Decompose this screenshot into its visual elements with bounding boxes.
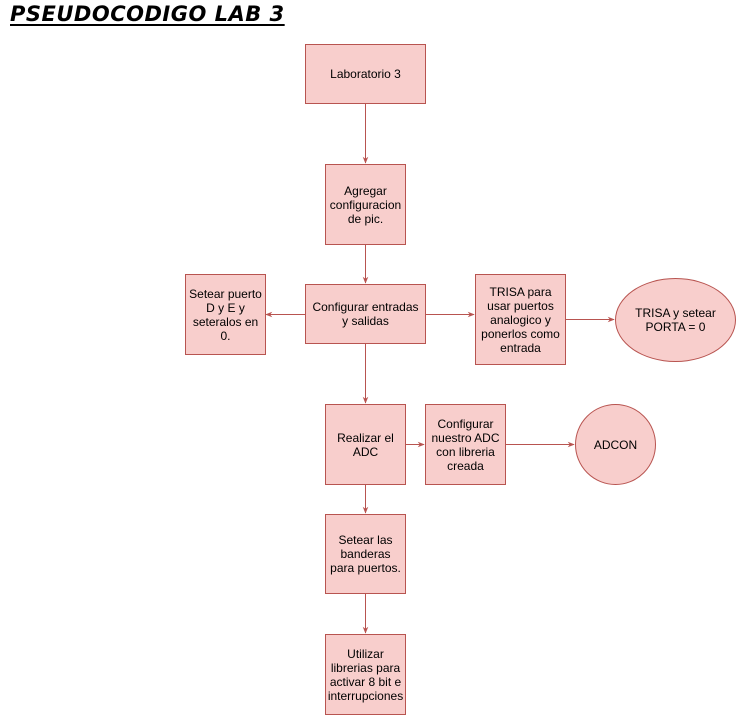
node-configurar-adc: Configurar nuestro ADC con libreria crea… [425, 404, 506, 485]
node-realizar-adc: Realizar el ADC [325, 404, 406, 485]
node-trisa-analogico: TRISA para usar puertos analogico y pone… [475, 274, 566, 365]
node-agregar-configuracion: Agregar configuracion de pic. [325, 164, 406, 245]
node-setear-banderas: Setear las banderas para puertos. [325, 514, 406, 594]
node-utilizar-librerias: Utilizar librerias para activar 8 bit e … [325, 634, 406, 715]
node-setear-puerto-de: Setear puerto D y E y seteralos en 0. [185, 274, 266, 355]
node-configurar-entradas: Configurar entradas y salidas [305, 284, 426, 344]
node-adcon: ADCON [575, 404, 656, 485]
node-laboratorio-3: Laboratorio 3 [305, 44, 426, 104]
page-title: PSEUDOCODIGO LAB 3 [10, 2, 285, 26]
node-trisa-porta: TRISA y setear PORTA = 0 [615, 278, 736, 362]
